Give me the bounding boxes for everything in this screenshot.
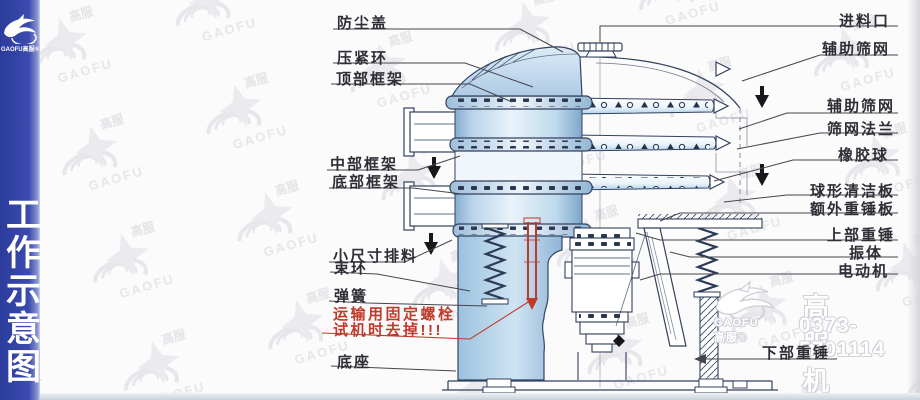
- label-top-frame: 顶部框架: [336, 71, 405, 88]
- warning-leader-line: [321, 298, 534, 340]
- label-vibrating-body: 振体: [849, 245, 884, 262]
- screen-band-2: [569, 134, 732, 152]
- label-ball-clean-plate: 球形清洁板: [810, 183, 896, 200]
- sidebar-brand-text: GAOFU高服®: [0, 47, 40, 53]
- label-small-discharge: 小尺寸排料: [333, 248, 419, 265]
- base: [442, 378, 778, 394]
- label-screen-flange: 筛网法兰: [827, 121, 896, 138]
- leader-lines: [327, 25, 898, 372]
- page-title: 工作示意图: [1, 196, 40, 386]
- gaofu-bird-icon: [715, 280, 776, 322]
- lower-body-column: [457, 235, 563, 381]
- label-upper-weight: 上部重锤: [827, 227, 896, 244]
- label-clamp-ring: 压紧环: [337, 50, 389, 67]
- label-bottom-frame: 底部框架: [332, 174, 401, 191]
- feed-inlet: [577, 42, 623, 58]
- label-motor: 电动机: [838, 263, 890, 280]
- screen-band-3: [569, 173, 726, 191]
- footer-company: 高服机械: [803, 292, 834, 396]
- label-warning-line1: 运输用固定螺栓: [333, 306, 456, 323]
- label-dust-cover: 防尘盖: [337, 15, 389, 32]
- spring-left: [481, 223, 509, 305]
- scan-edge-bottom: [40, 393, 920, 400]
- label-spring: 弹簧: [334, 288, 369, 305]
- flow-arrows: [424, 86, 769, 255]
- sidebar-banner: GAOFU高服® 工作示意图: [0, 0, 40, 400]
- label-middle-frame: 中部框架: [330, 156, 399, 173]
- label-aux-screen-2: 辅助筛网: [827, 98, 896, 115]
- label-aux-screen-1: 辅助筛网: [822, 41, 891, 58]
- footer-brand: GAOFU高服®: [714, 317, 759, 344]
- screen-band-1: [569, 97, 730, 115]
- label-feed-inlet: 进料口: [839, 13, 891, 30]
- exploded-cover-outline: [579, 56, 741, 109]
- label-warning-line2: 试机时去掉!!!: [333, 322, 443, 339]
- label-base: 底座: [337, 354, 372, 371]
- flange-rings: [445, 95, 593, 238]
- vibrating-body-wall: [615, 214, 763, 347]
- scan-edge-right: [907, 0, 920, 400]
- label-rubber-ball: 橡胶球: [838, 147, 890, 164]
- frame-cylinders: [454, 106, 583, 226]
- footer-phone: 0373-5701114: [799, 314, 886, 361]
- label-lower-weight: 下部重锤: [762, 345, 831, 362]
- motor-assembly: [564, 227, 640, 380]
- label-band-ring: 束环: [334, 260, 369, 277]
- label-extra-weight-plate: 额外重锤板: [810, 201, 896, 218]
- dust-cover-dome: [450, 46, 583, 97]
- gaofu-logo-icon: [4, 14, 37, 44]
